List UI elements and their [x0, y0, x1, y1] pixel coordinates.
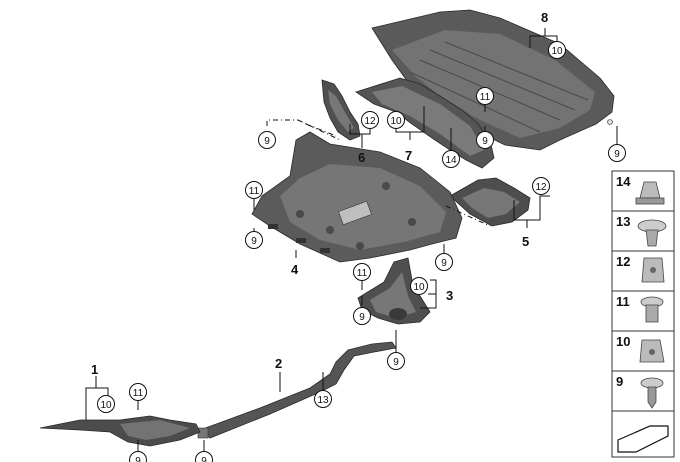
callout-circle: 9 [195, 451, 213, 462]
svg-text:13: 13 [616, 214, 630, 229]
svg-text:12: 12 [616, 254, 630, 269]
callout-circle: 9 [258, 131, 276, 149]
spring-nut-icon [641, 257, 665, 283]
svg-text:14: 14 [445, 155, 457, 166]
callout-circle: 11 [129, 383, 147, 401]
svg-text:12: 12 [535, 182, 547, 193]
callout-circle: 11 [476, 87, 494, 105]
key-cell-12: 12 [611, 250, 675, 292]
fastener-key: 14 13 12 11 [611, 170, 675, 458]
callout-circle: 13 [314, 390, 332, 408]
callout-circle: 9 [129, 451, 147, 462]
svg-text:9: 9 [359, 312, 365, 323]
svg-text:9: 9 [482, 136, 488, 147]
shield-6 [321, 79, 361, 141]
svg-text:9: 9 [251, 236, 257, 247]
part-number-1: 1 [91, 362, 98, 377]
key-cell-10: 10 [611, 330, 675, 372]
svg-text:9: 9 [614, 149, 620, 160]
svg-text:10: 10 [390, 116, 402, 127]
callout-circle: 10 [548, 41, 566, 59]
underbody-panel-4 [251, 131, 463, 263]
clip-nut-icon [639, 339, 665, 363]
underbody-panel-8 [371, 9, 615, 151]
svg-text:12: 12 [364, 116, 376, 127]
part-number-4: 4 [291, 262, 299, 277]
key-cell-13: 13 [611, 210, 675, 252]
svg-text:9: 9 [393, 357, 399, 368]
svg-text:9: 9 [135, 456, 141, 462]
key-cell-11: 11 [611, 290, 675, 332]
callout-circle: 14 [442, 150, 460, 168]
svg-text:10: 10 [100, 400, 112, 411]
part-number-7: 7 [405, 148, 412, 163]
svg-text:10: 10 [413, 282, 425, 293]
part-number-5: 5 [522, 234, 529, 249]
callout-circle: 12 [532, 177, 550, 195]
svg-text:9: 9 [441, 258, 447, 269]
svg-text:11: 11 [133, 388, 144, 399]
fastener-callouts: 10 11 10 9 14 12 9 9 12 11 9 9 11 10 9 9… [97, 41, 626, 462]
callout-circle: 12 [361, 111, 379, 129]
svg-text:13: 13 [317, 395, 329, 406]
part-numbers: 8 7 6 5 4 3 2 1 [91, 10, 548, 377]
part-number-8: 8 [541, 10, 548, 25]
shield-5 [449, 177, 531, 227]
svg-text:11: 11 [357, 268, 368, 279]
callout-circle: 9 [387, 352, 405, 370]
nut-clip-icon [635, 181, 665, 205]
part-number-2: 2 [275, 356, 282, 371]
callout-circle: 11 [245, 181, 263, 199]
leader-lines [85, 28, 618, 454]
shield-1 [39, 415, 201, 447]
flange-screw-icon [640, 377, 664, 409]
callout-circle: 10 [387, 111, 405, 129]
callout-circle: 9 [435, 253, 453, 271]
callout-circle: 9 [608, 144, 626, 162]
part-number-6: 6 [358, 150, 365, 165]
svg-text:9: 9 [616, 374, 623, 389]
bar-2 [197, 341, 397, 439]
svg-text:9: 9 [264, 136, 270, 147]
callout-circle: 11 [353, 263, 371, 281]
key-cell-9: 9 [611, 370, 675, 412]
callout-circle: 9 [245, 231, 263, 249]
svg-text:14: 14 [616, 174, 631, 189]
part-number-3: 3 [446, 288, 453, 303]
svg-text:11: 11 [249, 186, 260, 197]
svg-text:11: 11 [616, 294, 630, 309]
callout-circle: 10 [97, 395, 115, 413]
key-cell-symbol [611, 410, 675, 458]
shield-3 [357, 257, 431, 325]
underbody-panel-symbol-icon [617, 425, 669, 453]
plastic-rivet-icon [640, 296, 664, 323]
svg-text:9: 9 [201, 456, 207, 462]
callout-circle: 10 [410, 277, 428, 295]
key-cell-14: 14 [611, 170, 675, 212]
callout-circle: 9 [353, 307, 371, 325]
expanding-rivet-icon [637, 219, 667, 247]
callout-circle: 9 [476, 131, 494, 149]
svg-text:11: 11 [480, 92, 491, 103]
svg-text:10: 10 [551, 46, 563, 57]
svg-text:10: 10 [616, 334, 630, 349]
